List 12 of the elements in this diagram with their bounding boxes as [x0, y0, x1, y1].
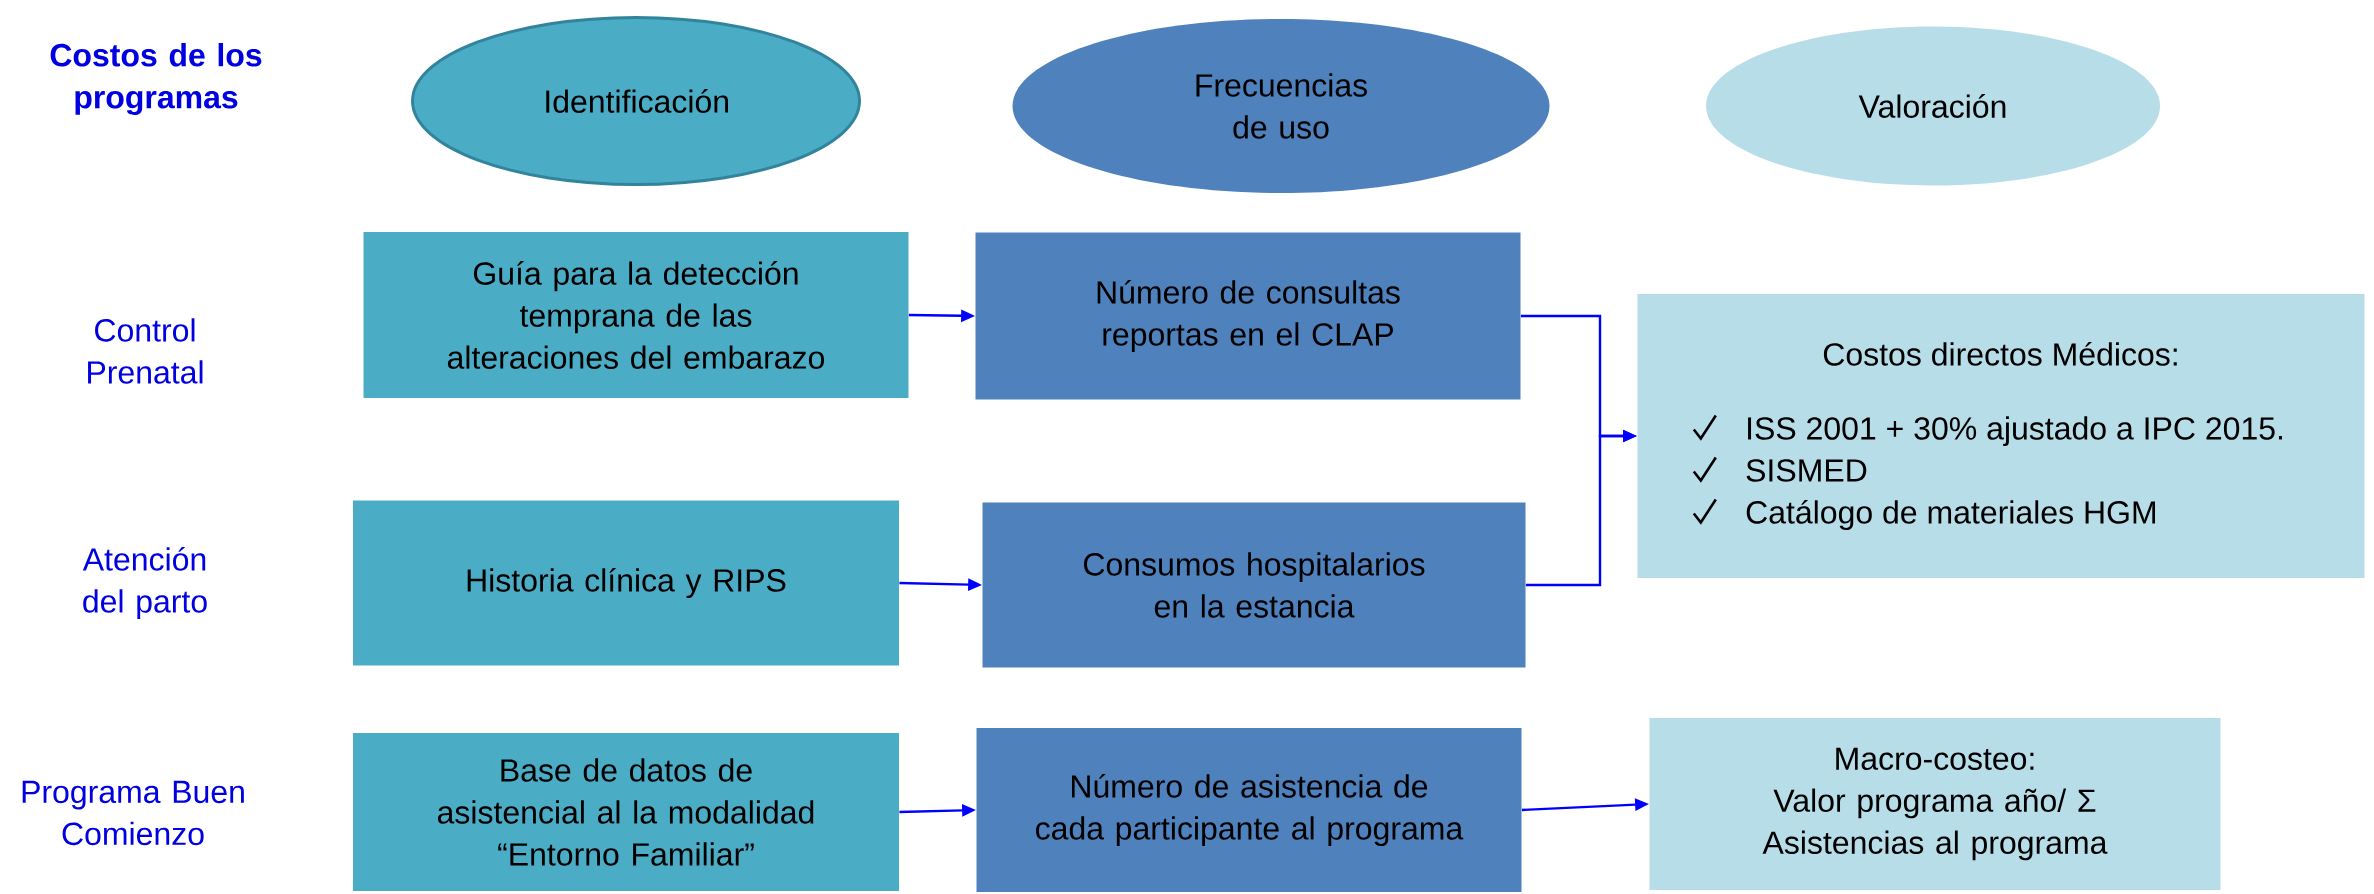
process-box: Número de asistencia de cada participante al programa — [976, 728, 1522, 892]
row-label: Programa Buen Comienzo — [22, 780, 244, 846]
row-label: Control Prenatal — [88, 318, 203, 384]
process-box: Número de consultas reportas en el CLAP — [975, 232, 1521, 400]
cost-box: Costos directos Médicos: ISS 2001 + 30% ajustado a IPC 2015. SISMED Catálogo de materiales HGM — [1637, 294, 2365, 578]
process-box: Consumos hospitalarios en la estancia — [982, 502, 1526, 668]
corner-heading: Costos de los programas — [50, 43, 262, 115]
process-box: Macro-costeo: Valor programa año/ Σ Asistencias al programa — [1649, 718, 2221, 890]
row-label: Atención del parto — [82, 546, 207, 620]
process-box: Base de datos de asistencial al la modalidad “Entorno Familiar” — [353, 733, 899, 891]
process-box: Historia clínica y RIPS — [353, 500, 899, 666]
process-box: Guía para la detección temprana de las alteraciones del embarazo — [363, 232, 909, 398]
